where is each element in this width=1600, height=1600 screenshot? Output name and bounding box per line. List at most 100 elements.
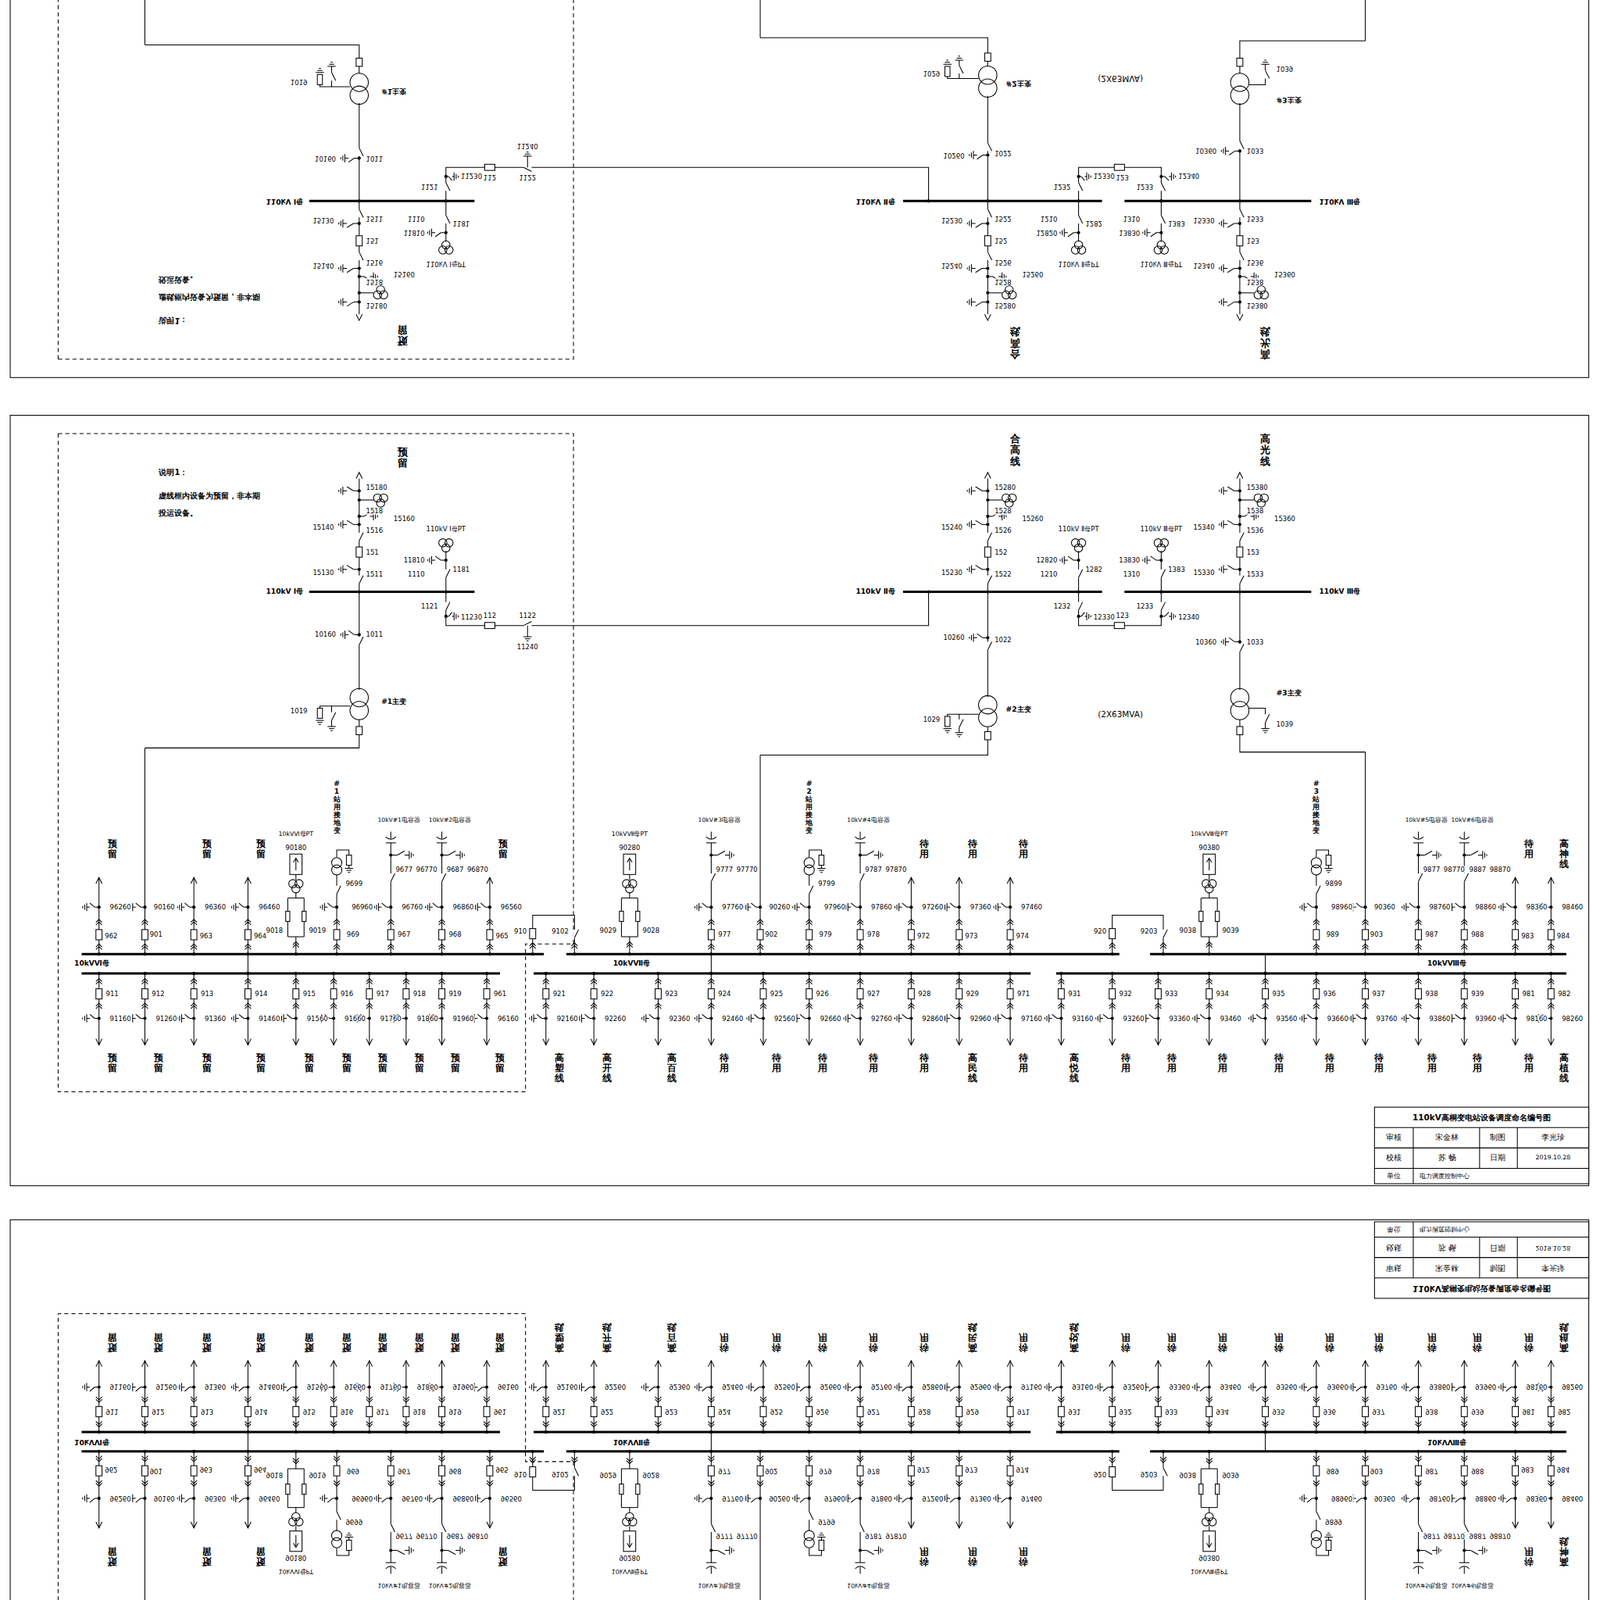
wire xyxy=(1328,865,1329,869)
junction-dot xyxy=(709,971,713,975)
switch-gap xyxy=(985,252,990,261)
ground-symbol xyxy=(1223,219,1225,228)
junction-dot xyxy=(1416,952,1420,956)
junction-dot xyxy=(488,952,492,956)
ground-symbol xyxy=(993,1017,995,1020)
contact-symbol xyxy=(387,921,394,925)
ground-symbol xyxy=(956,57,962,59)
junction-dot xyxy=(192,1449,196,1453)
transformer-winding xyxy=(350,701,369,721)
disconnector-blade xyxy=(959,65,964,74)
earth-switch-blade xyxy=(1409,903,1415,908)
switch-gap xyxy=(1238,643,1242,652)
device-label: 校核 xyxy=(1385,1153,1403,1162)
disconnector-blade xyxy=(442,873,447,882)
contact-symbol xyxy=(1313,981,1320,985)
contact-symbol xyxy=(907,946,915,950)
switch-gap xyxy=(1417,873,1421,882)
device-label: 9203 xyxy=(1139,928,1159,936)
device-label: 10kVⅦ母 xyxy=(612,960,651,968)
device-label: 93660 xyxy=(1326,1014,1350,1022)
ground-symbol xyxy=(1264,60,1267,61)
device-label: 审核 xyxy=(1385,1133,1403,1142)
device-label: 97870 xyxy=(884,865,908,873)
contact-symbol xyxy=(387,1480,394,1484)
feeder-arrow xyxy=(1460,1039,1468,1046)
earth-switch-blade xyxy=(346,486,354,491)
wire xyxy=(348,865,350,869)
junction-dot xyxy=(1059,1016,1063,1020)
feeder-arrow xyxy=(1236,314,1243,321)
wire xyxy=(1550,877,1552,954)
feeder-arrow xyxy=(244,1521,251,1528)
device-label: 1019 xyxy=(289,78,309,86)
ground-symbol xyxy=(1350,1015,1352,1022)
device-label: 虚线框内设备为预留，非本期 投运设备。 xyxy=(157,487,264,522)
breaker-symbol xyxy=(1512,929,1519,940)
contact-symbol xyxy=(590,981,597,985)
device-label: 9102 xyxy=(550,928,570,936)
ground-symbol xyxy=(338,568,340,572)
device-label: 97770 xyxy=(735,865,759,873)
device-label: 93160 xyxy=(1071,1014,1094,1022)
junction-dot xyxy=(444,614,448,618)
junction-dot xyxy=(1549,971,1553,975)
device-label: 1536 xyxy=(1246,527,1265,535)
pt-winding xyxy=(1074,543,1083,552)
device-label: (2X63MVA) xyxy=(1096,710,1144,719)
device-label: 110kV Ⅱ母 xyxy=(854,588,896,597)
device-label: 1022 xyxy=(993,635,1013,643)
ground-symbol xyxy=(344,1535,353,1537)
device-label: 10360 xyxy=(1194,147,1218,155)
junction-dot xyxy=(909,971,913,975)
ground-symbol xyxy=(346,1534,352,1536)
earth-switch xyxy=(899,1017,903,1019)
ground-symbol xyxy=(231,906,233,909)
earth-switch xyxy=(324,907,328,908)
breaker-symbol xyxy=(1547,929,1554,940)
device-label: 920 xyxy=(1092,928,1108,936)
junction-dot xyxy=(444,558,448,562)
wire xyxy=(247,973,249,1045)
device-label: 96360 xyxy=(203,903,227,911)
junction-dot xyxy=(1207,1016,1211,1020)
ground-symbol xyxy=(1403,1015,1405,1022)
contact-symbol xyxy=(760,1005,767,1009)
earth-switch-blade xyxy=(1164,612,1169,617)
junction-dot xyxy=(656,971,660,975)
ground-symbol xyxy=(181,1493,183,1502)
ground-symbol xyxy=(132,903,133,911)
device-label: 10260 xyxy=(942,151,966,159)
device-label: 152 xyxy=(993,237,1008,245)
device-label: 15330 xyxy=(1192,568,1216,576)
ground-symbol xyxy=(944,730,950,732)
junction-dot xyxy=(709,1016,713,1020)
earth-switch-blade xyxy=(1150,556,1157,561)
earth-switch xyxy=(429,907,433,908)
ground-symbol xyxy=(1146,228,1148,237)
wire xyxy=(446,167,929,201)
ground-symbol xyxy=(995,1015,997,1022)
ground-symbol xyxy=(531,1015,533,1022)
transformer-winding xyxy=(331,864,342,875)
wire xyxy=(1264,953,1266,974)
junction-dot xyxy=(709,905,713,909)
earth-switch xyxy=(342,267,347,269)
device-label: 1511 xyxy=(365,214,385,222)
device-label: 93560 xyxy=(1275,1014,1299,1022)
junction-dot xyxy=(367,971,372,975)
disconnector-blade xyxy=(390,1523,395,1532)
disconnector-blade xyxy=(359,147,364,156)
contact-symbol xyxy=(1155,1005,1162,1009)
wire xyxy=(1417,973,1419,1045)
ground-symbol xyxy=(728,850,730,859)
ground-symbol xyxy=(340,521,342,528)
ground-symbol xyxy=(1194,1015,1196,1022)
pt-cabinet xyxy=(1203,853,1216,875)
feeder-name: 预留 xyxy=(342,1053,352,1074)
breaker-symbol xyxy=(1155,989,1162,1000)
ground-symbol xyxy=(132,1014,133,1022)
ground-symbol xyxy=(1060,231,1061,234)
wire xyxy=(144,719,359,749)
device-label: 97960 xyxy=(823,903,847,911)
